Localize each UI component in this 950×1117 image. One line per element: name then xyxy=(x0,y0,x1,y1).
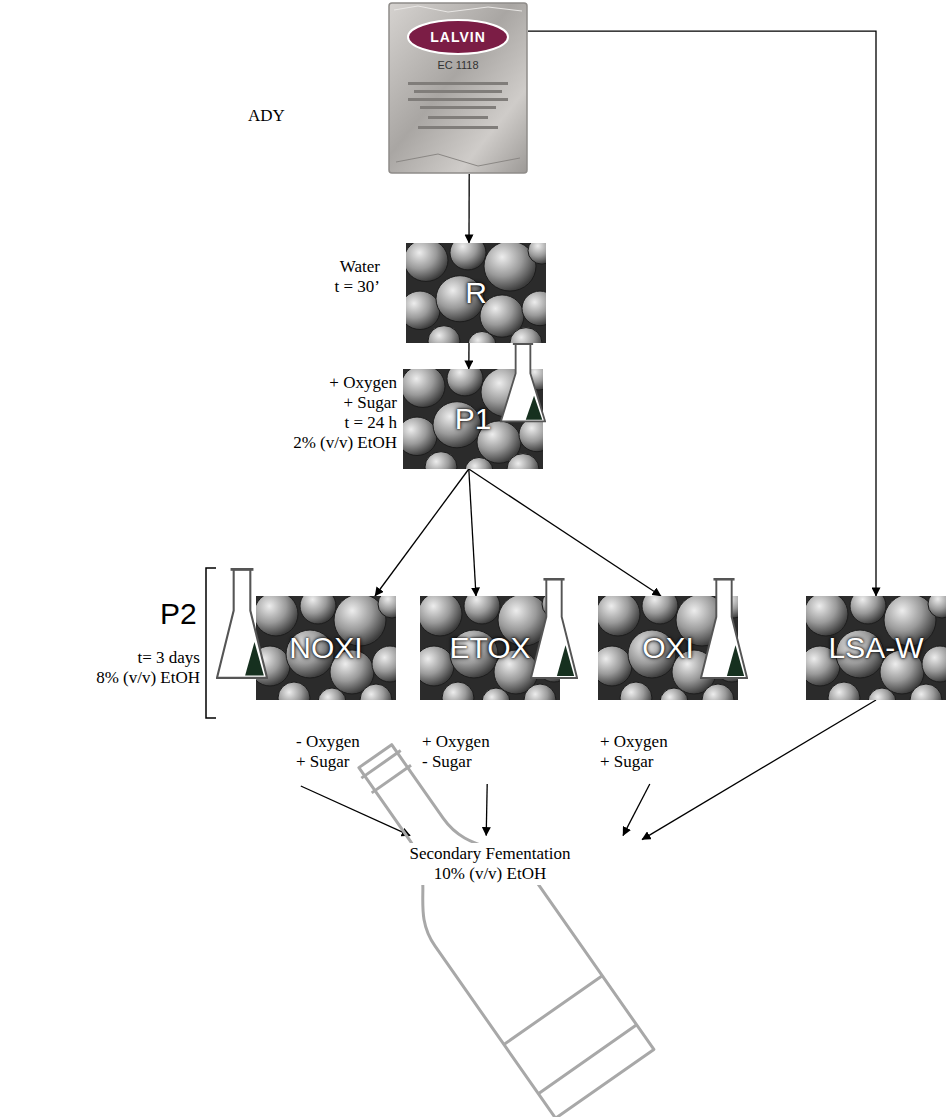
sem-image-box: NOXI- Oxygen + Sugar xyxy=(256,596,396,700)
flow-arrow xyxy=(486,784,487,836)
flask-icon xyxy=(700,578,748,680)
text-line: + Sugar xyxy=(600,752,734,772)
text-line: + Oxygen xyxy=(600,732,734,752)
condition-text: Water t = 30’ xyxy=(290,257,380,297)
flow-arrow xyxy=(469,469,476,596)
text-line: + Oxygen xyxy=(422,732,556,752)
text-line: Water xyxy=(290,257,380,277)
flow-arrow xyxy=(623,784,650,836)
flow-arrow xyxy=(468,343,470,369)
bottle-outline: Secondary Fementation 10% (v/v) EtOH xyxy=(300,715,680,1117)
text-line: 10% (v/v) EtOH xyxy=(392,864,588,884)
stage-letter: OXI xyxy=(598,596,738,700)
stage-letter: R xyxy=(406,243,546,343)
flow-arrow xyxy=(469,469,661,596)
flask-icon xyxy=(500,343,546,423)
text-line: + Sugar xyxy=(265,393,397,413)
text-line: t = 24 h xyxy=(265,413,397,433)
yeast-sachet: ADYLALVINEC 1118 xyxy=(388,2,528,174)
side-label: ADY xyxy=(248,106,308,126)
stage-letter: P1 xyxy=(403,369,543,469)
text-line: - Oxygen xyxy=(296,732,394,752)
stage-letter: LSA-W xyxy=(806,596,946,700)
flow-arrow xyxy=(528,31,876,596)
condition-text: + Oxygen - Sugar xyxy=(422,732,556,772)
text-line: t= 3 days xyxy=(40,648,200,668)
sem-image-box: ETOX+ Oxygen - Sugar xyxy=(420,596,560,700)
condition-text: + Oxygen + Sugar t = 24 h 2% (v/v) EtOH xyxy=(265,373,397,453)
sem-image-box: OXI+ Oxygen + Sugar xyxy=(598,596,738,700)
condition-text: - Oxygen + Sugar xyxy=(296,732,394,772)
flow-arrow xyxy=(642,700,876,840)
text-line: + Sugar xyxy=(296,752,394,772)
flask-icon xyxy=(530,578,578,680)
stage-label: P2 xyxy=(160,597,206,631)
text-line: 2% (v/v) EtOH xyxy=(265,433,397,453)
flow-arrow xyxy=(468,174,470,243)
bracket-line xyxy=(206,568,216,718)
sem-image-box: Water t = 30’R xyxy=(406,243,546,343)
flask-icon xyxy=(216,568,268,680)
flow-arrow xyxy=(301,786,410,836)
condition-text: t= 3 days 8% (v/v) EtOH xyxy=(40,648,200,688)
condition-text: + Oxygen + Sugar xyxy=(600,732,734,772)
sem-image-box: + Oxygen + Sugar t = 24 h 2% (v/v) EtOHP… xyxy=(403,369,543,469)
sachet-picture xyxy=(388,2,528,174)
bottle-text: Secondary Fementation 10% (v/v) EtOH xyxy=(392,843,588,885)
text-line: Secondary Fementation xyxy=(392,844,588,864)
stage-letter: NOXI xyxy=(256,596,396,700)
text-line: - Sugar xyxy=(422,752,556,772)
stage-letter: ETOX xyxy=(420,596,560,700)
text-line: 8% (v/v) EtOH xyxy=(40,668,200,688)
flow-arrow xyxy=(375,469,469,596)
text-line: + Oxygen xyxy=(265,373,397,393)
sem-image-box: LSA-W xyxy=(806,596,946,700)
brand-logo: LALVIN xyxy=(388,27,528,47)
bottle-picture xyxy=(300,715,680,1117)
product-code: EC 1118 xyxy=(388,58,528,72)
text-line: t = 30’ xyxy=(290,277,380,297)
